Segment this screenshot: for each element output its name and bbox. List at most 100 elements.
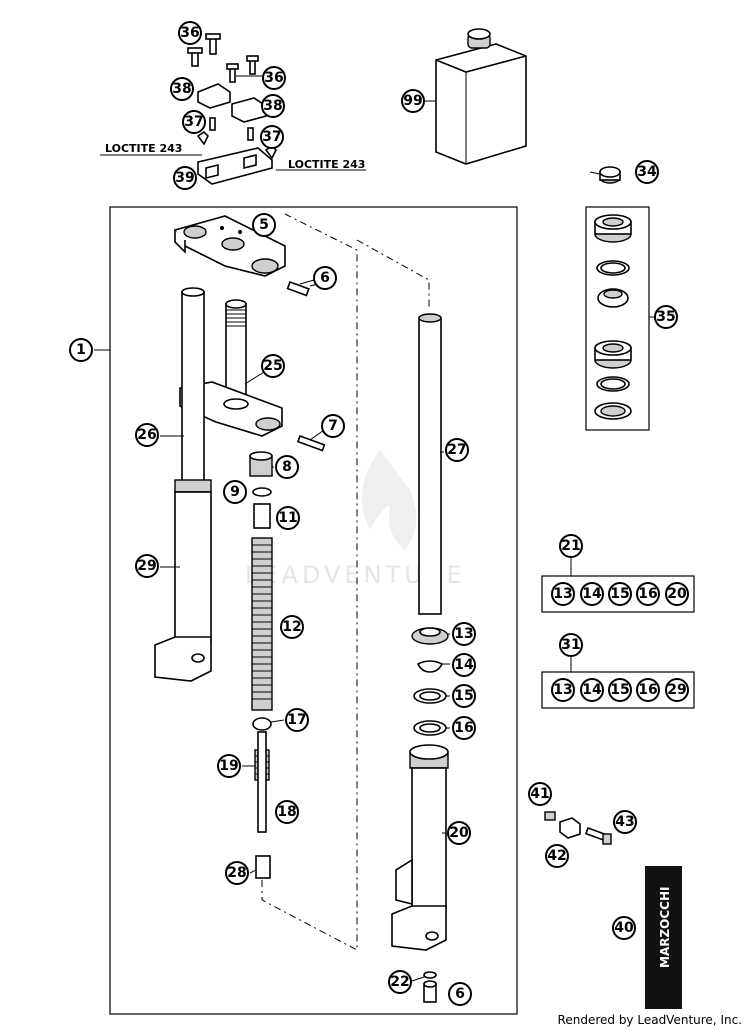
- callout-12: 12: [280, 615, 304, 639]
- pinch-bolt-7: [296, 434, 326, 452]
- callout-38: 38: [170, 77, 194, 101]
- callout-25: 25: [261, 354, 285, 378]
- callout-11: 11: [276, 506, 300, 530]
- callout-8: 8: [275, 455, 299, 479]
- clamp-bolts-36: [187, 33, 262, 83]
- steering-bearing-set: [594, 214, 632, 420]
- callout-6: 6: [448, 982, 472, 1006]
- svg-text:29: 29: [137, 558, 156, 574]
- kit-21-item: 20: [665, 582, 689, 606]
- dowel-pins-37: [196, 117, 277, 160]
- callout-19: 19: [217, 754, 241, 778]
- callout-6: 6: [313, 266, 337, 290]
- kit-31-item: 29: [665, 678, 689, 702]
- assembly-line-a: [261, 213, 358, 951]
- spacer-11: [253, 503, 271, 529]
- kit-21-contents: 13 14 15 16 20: [551, 582, 689, 606]
- svg-text:14: 14: [454, 657, 474, 673]
- svg-text:38: 38: [172, 81, 191, 97]
- svg-text:9: 9: [230, 484, 240, 500]
- bar-clamp-38: [197, 83, 267, 123]
- bar-mount-39: [197, 147, 273, 185]
- svg-text:1: 1: [76, 342, 86, 358]
- kit-21-item: 14: [580, 582, 604, 606]
- svg-text:42: 42: [547, 848, 566, 864]
- callout-5: 5: [252, 213, 276, 237]
- svg-text:40: 40: [614, 920, 634, 936]
- kit-31-item: 15: [608, 678, 632, 702]
- svg-text:34: 34: [637, 164, 657, 180]
- svg-text:19: 19: [219, 758, 238, 774]
- seal-13: [411, 627, 449, 645]
- kit-31-item: 13: [551, 678, 575, 702]
- clip-14: [416, 660, 444, 673]
- fork-oil-bottle: [435, 28, 527, 165]
- washer-22: [423, 971, 437, 979]
- callout-39: 39: [173, 166, 197, 190]
- callout-21: 21: [559, 534, 583, 558]
- svg-text:37: 37: [184, 114, 203, 130]
- svg-text:28: 28: [227, 865, 246, 881]
- svg-text:22: 22: [390, 974, 409, 990]
- svg-text:41: 41: [530, 786, 549, 802]
- svg-text:14: 14: [582, 682, 602, 698]
- svg-text:20: 20: [449, 825, 469, 841]
- svg-text:37: 37: [262, 129, 281, 145]
- fork-outer-tube-29: [154, 479, 212, 682]
- svg-text:20: 20: [667, 586, 687, 602]
- callout-35: 35: [654, 305, 678, 329]
- kit-31-item: 16: [636, 678, 660, 702]
- callout-7: 7: [321, 414, 345, 438]
- kit-21-item: 15: [608, 582, 632, 606]
- upper-triple-clamp: [173, 215, 286, 277]
- svg-text:27: 27: [447, 442, 466, 458]
- kit-31-contents: 13 14 15 16 29: [551, 678, 689, 702]
- callout-20: 20: [447, 821, 471, 845]
- kit-31-item: 14: [580, 678, 604, 702]
- callout-22: 22: [388, 970, 412, 994]
- svg-text:31: 31: [561, 637, 580, 653]
- nut-41: [544, 811, 556, 821]
- svg-text:11: 11: [278, 510, 297, 526]
- svg-text:99: 99: [403, 93, 422, 109]
- svg-text:43: 43: [615, 814, 634, 830]
- svg-text:15: 15: [454, 688, 473, 704]
- svg-text:26: 26: [137, 427, 156, 443]
- callout-36: 36: [178, 21, 202, 45]
- callout-31: 31: [559, 633, 583, 657]
- damper-cone-28: [255, 855, 271, 879]
- svg-text:8: 8: [282, 459, 292, 475]
- callout-13: 13: [452, 622, 476, 646]
- callout-43: 43: [613, 810, 637, 834]
- damper-rod-18: [257, 731, 267, 833]
- callout-42: 42: [545, 844, 569, 868]
- brand-label: MARZOCCHI: [658, 887, 672, 969]
- svg-text:13: 13: [454, 626, 473, 642]
- callout-99: 99: [401, 89, 425, 113]
- clamp-42: [559, 817, 581, 839]
- svg-text:15: 15: [610, 682, 629, 698]
- svg-text:14: 14: [582, 586, 602, 602]
- svg-text:36: 36: [264, 70, 283, 86]
- callout-37: 37: [182, 110, 206, 134]
- kit-21-item: 13: [551, 582, 575, 606]
- callout-28: 28: [225, 861, 249, 885]
- svg-text:6: 6: [320, 270, 330, 286]
- bearing-nut-34: [599, 166, 621, 184]
- callout-38: 38: [261, 94, 285, 118]
- fork-tube-27: [418, 313, 442, 615]
- render-credit: Rendered by LeadVenture, Inc.: [557, 1013, 742, 1027]
- bearing-kit-frame: [585, 206, 650, 431]
- callout-41: 41: [528, 782, 552, 806]
- fork-cap-8: [249, 451, 273, 477]
- callout-27: 27: [445, 438, 469, 462]
- callout-26: 26: [135, 423, 159, 447]
- bolt-43: [584, 826, 612, 845]
- bushing-16: [413, 720, 447, 736]
- callout-37: 37: [260, 125, 284, 149]
- o-ring-9: [252, 487, 272, 497]
- svg-text:5: 5: [259, 217, 269, 233]
- callout-29: 29: [135, 554, 159, 578]
- callout-9: 9: [223, 480, 247, 504]
- clamp-bolt-6: [286, 280, 319, 297]
